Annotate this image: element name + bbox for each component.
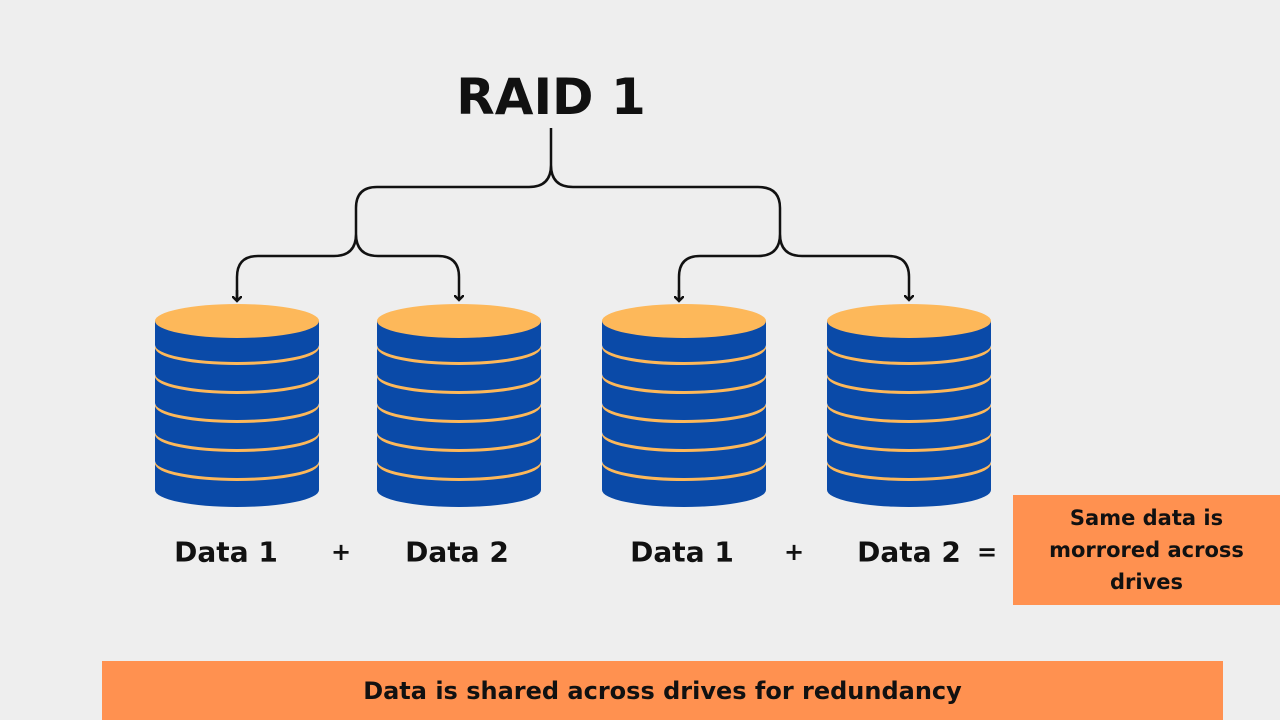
disk-stack-2 bbox=[377, 304, 541, 507]
disk-platter-edge bbox=[827, 375, 991, 394]
disk-platter-edge bbox=[155, 346, 319, 365]
connector-tree bbox=[237, 128, 909, 301]
disk-platter-edge bbox=[827, 462, 991, 481]
diagram-title: RAID 1 bbox=[456, 68, 646, 126]
drive-4-label: Data 2 bbox=[857, 535, 961, 569]
disk-platter-edge bbox=[377, 346, 541, 365]
right-branch-line bbox=[677, 233, 909, 300]
result-callout: Same data is morrored across drives bbox=[1013, 495, 1280, 605]
disk-top bbox=[602, 304, 766, 338]
disk-top bbox=[827, 304, 991, 338]
disk-top bbox=[377, 304, 541, 338]
plus-operator-1: + bbox=[330, 538, 352, 566]
disk-platter-edge bbox=[155, 462, 319, 481]
disk-platter-edge bbox=[155, 433, 319, 452]
disk-platter-edge bbox=[602, 433, 766, 452]
disk-platter-edge bbox=[377, 375, 541, 394]
disk-platter-edge bbox=[827, 404, 991, 423]
drive-3-label: Data 1 bbox=[630, 535, 734, 569]
drive-2-label: Data 2 bbox=[405, 535, 509, 569]
disk-platter-edge bbox=[377, 462, 541, 481]
disk-platter-edge bbox=[827, 433, 991, 452]
plus-operator-2: + bbox=[783, 538, 805, 566]
disk-stack-3 bbox=[602, 304, 766, 507]
top-trunk-line bbox=[354, 128, 782, 234]
disk-platter-edge bbox=[377, 433, 541, 452]
drives-layer bbox=[155, 304, 991, 507]
disk-platter-edge bbox=[602, 404, 766, 423]
equals-operator: = bbox=[976, 538, 998, 566]
disk-top bbox=[155, 304, 319, 338]
disk-stack-1 bbox=[155, 304, 319, 507]
disk-platter-edge bbox=[602, 375, 766, 394]
disk-platter-edge bbox=[602, 346, 766, 365]
drive-1-label: Data 1 bbox=[174, 535, 278, 569]
disk-platter-edge bbox=[155, 404, 319, 423]
left-branch-line bbox=[235, 233, 459, 300]
disk-platter-edge bbox=[155, 375, 319, 394]
disk-stack-4 bbox=[827, 304, 991, 507]
disk-platter-edge bbox=[602, 462, 766, 481]
disk-platter-edge bbox=[377, 404, 541, 423]
disk-platter-edge bbox=[827, 346, 991, 365]
footer-banner: Data is shared across drives for redunda… bbox=[102, 661, 1223, 720]
